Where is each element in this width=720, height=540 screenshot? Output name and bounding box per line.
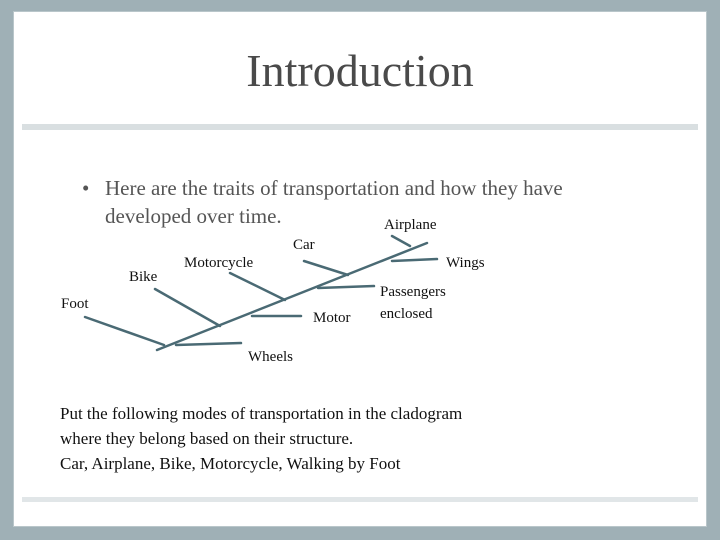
branch-car	[302, 259, 350, 277]
branch-airplane	[390, 234, 412, 248]
bullet-icon: •	[82, 176, 90, 200]
taxon-car-label: Car	[293, 237, 315, 253]
trait-line-wheels	[174, 341, 243, 347]
branch-motorcycle	[228, 271, 287, 302]
instructions-line: Put the following modes of transportatio…	[60, 404, 463, 423]
taxon-foot-label: Foot	[61, 296, 89, 312]
taxon-bike-label: Bike	[129, 269, 158, 285]
taxon-motorcycle-label: Motorcycle	[184, 255, 253, 271]
bullet-text: Here are the traits of transportation an…	[105, 176, 563, 228]
trait-line-passengers	[316, 284, 376, 290]
instructions-line: Car, Airplane, Bike, Motorcycle, Walking…	[60, 454, 401, 473]
trait-line-wings	[390, 257, 439, 263]
slide-title: Introduction	[246, 45, 474, 96]
trait-passengers-label-line2: enclosed	[380, 306, 433, 322]
branch-bike	[153, 287, 222, 328]
trait-motor-label: Motor	[313, 310, 351, 326]
footer-divider	[22, 497, 698, 502]
trait-wheels-label: Wheels	[248, 349, 293, 365]
trait-wings-label: Wings	[446, 255, 485, 271]
bullet-point: • Here are the traits of transportation …	[82, 174, 642, 230]
main-branch	[155, 241, 429, 352]
trait-passengers-label-line1: Passengers	[380, 284, 446, 300]
title-divider	[22, 124, 698, 130]
instructions-line: where they belong based on their structu…	[60, 429, 354, 448]
taxon-airplane-label: Airplane	[384, 217, 437, 233]
instructions-text: Put the following modes of transportatio…	[60, 401, 620, 476]
branch-foot	[83, 315, 166, 347]
